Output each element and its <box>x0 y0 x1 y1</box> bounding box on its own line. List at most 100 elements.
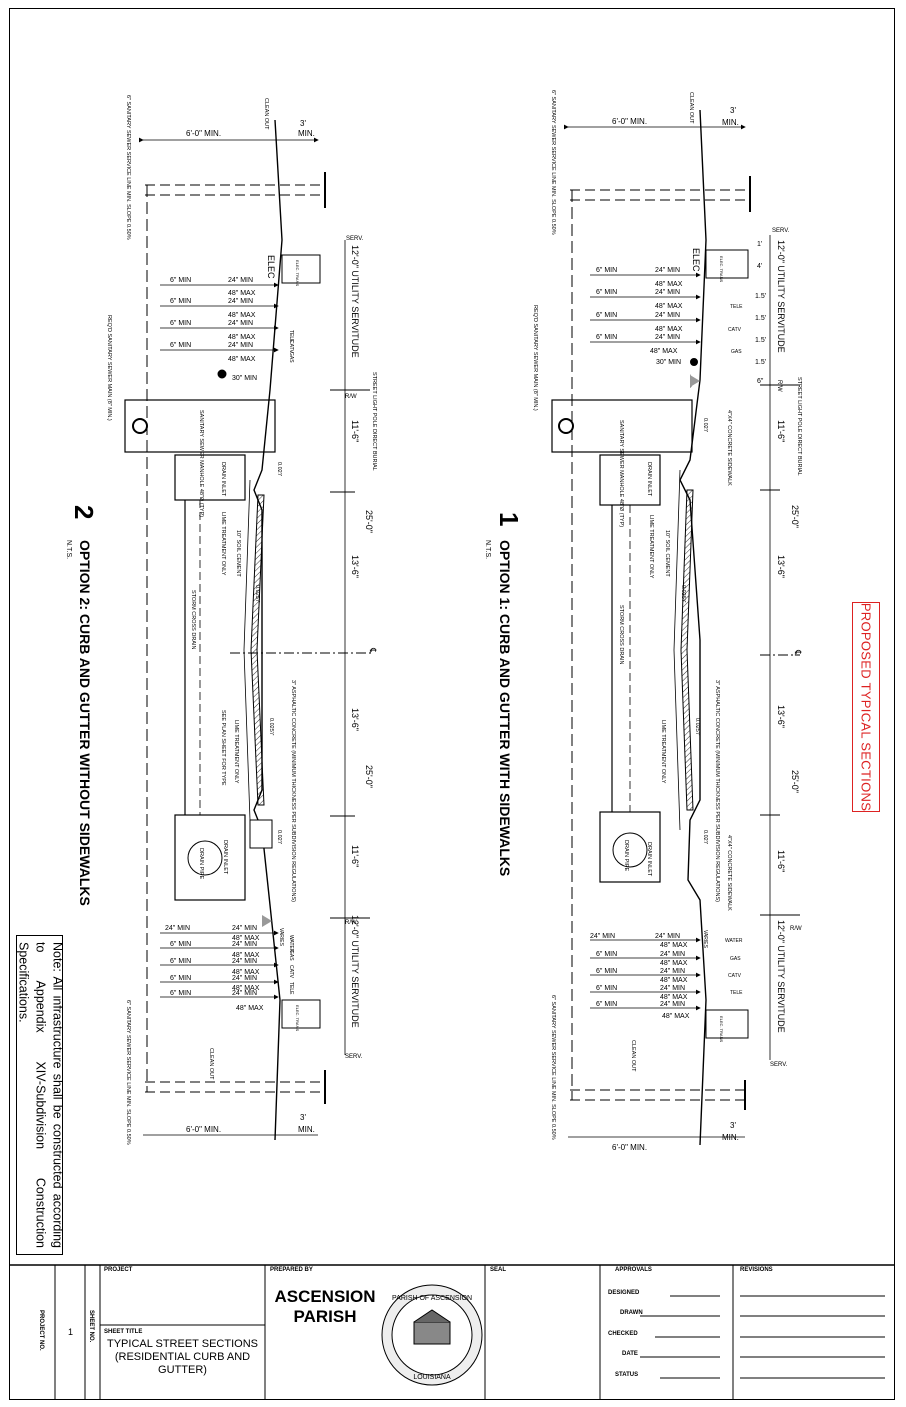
drawn-label: DRAWN <box>620 1310 643 1316</box>
lbl: 24" MIN <box>232 925 257 932</box>
asphalt-label: 3" ASPHALTIC CONCRETE (MINIMUM THICKNESS… <box>714 680 720 902</box>
lbl: 48" MAX <box>660 942 688 949</box>
tele-label-2: TELE <box>288 330 294 343</box>
catv-label-2: CATV <box>288 340 294 354</box>
prepared-label: PREPARED BY <box>270 1267 313 1273</box>
dim-25: 25'-0" <box>790 505 800 528</box>
lbl: 4' <box>757 263 762 270</box>
water-label-2: WATER <box>288 935 294 953</box>
lbl: 24" MIN <box>655 334 680 341</box>
lbl: 6" MIN <box>170 342 191 349</box>
dim-13-6-2: 13'-6" <box>350 555 360 578</box>
lbl: 6" MIN <box>170 298 191 305</box>
soil-cement-label-2: 10" SOIL CEMENT <box>235 530 241 577</box>
dim-3ft: 3' <box>730 106 736 115</box>
row-label-2b: R/W <box>345 920 357 926</box>
asphalt-label-2: 3" ASPHALTIC CONCRETE (MINIMUM THICKNESS… <box>290 680 296 902</box>
lbl: 24" MIN <box>232 990 257 997</box>
water-label: WATER <box>725 938 743 944</box>
lbl: 24" MIN <box>655 933 680 940</box>
lbl: 6" MIN <box>596 951 617 958</box>
lbl: 24" MIN <box>228 342 253 349</box>
lbl: 48" MAX <box>650 348 678 355</box>
option-2-nts: N.T.S. <box>65 540 72 559</box>
dim-6ft-b: 6'-0" MIN. <box>612 1143 647 1152</box>
lbl: 6" MIN <box>596 968 617 975</box>
elec-trans-label: ELEC. TRANS <box>719 256 724 282</box>
catv-label: CATV <box>728 327 742 333</box>
lbl: 48" MAX <box>228 290 256 297</box>
infrastructure-note-text: Note: All infrastructure shall be constr… <box>16 942 64 1248</box>
revisions-label: REVISIONS <box>740 1267 773 1273</box>
utility-servitude-b: 12'-0" UTILITY SERVITUDE <box>776 920 786 1033</box>
clean-out-label: CLEAN OUT <box>688 92 694 124</box>
sheet-no-label: SHEET NO. <box>88 1310 94 1343</box>
dim-25-2b: 25'-0" <box>364 765 374 788</box>
catv-label-b: CATV <box>728 973 742 979</box>
row-label-2: R/W <box>345 394 357 400</box>
tele-label: TELE <box>730 304 743 310</box>
slope: 0.02'/' <box>702 418 708 432</box>
street-light-label-2: STREET LIGHT POLE DIRECT BURIAL <box>371 372 377 471</box>
storm-label: STORM CROSS DRAIN <box>618 605 624 665</box>
approvals-label: APPROVALS <box>615 1267 652 1273</box>
lime-label-3: LIME TREATMENT ONLY <box>220 512 226 576</box>
lbl: 24" MIN <box>660 985 685 992</box>
lbl: 48" MAX <box>232 935 260 942</box>
serv-label-b: SERV. <box>770 1062 788 1068</box>
drain-pipe-label: DRAIN PIPE <box>623 840 629 872</box>
dim-min-b: MIN. <box>722 1133 739 1142</box>
utility-servitude: 12'-0" UTILITY SERVITUDE <box>776 240 786 353</box>
clean-out-label-2b: CLEAN OUT <box>208 1048 214 1080</box>
lbl: 6" MIN <box>596 312 617 319</box>
centerline: ℄ <box>793 649 803 656</box>
dim-3ft-2b: 3' <box>300 1113 306 1122</box>
grade-line <box>679 109 707 1146</box>
lbl: 1.5' <box>755 293 766 300</box>
option-2-title: OPTION 2: CURB AND GUTTER WITHOUT SIDEWA… <box>77 540 93 906</box>
slope: 0.02'/' <box>702 830 708 844</box>
option-2-number: 2 <box>69 505 99 519</box>
dim-11-6-b: 11'-6" <box>776 850 786 872</box>
lbl: 1' <box>757 241 762 248</box>
lbl: 6" MIN <box>170 941 191 948</box>
dim-6ft-2: 6'-0" MIN. <box>186 129 221 138</box>
varies-label: VARIES <box>702 930 708 949</box>
lbl: 24" MIN <box>655 289 680 296</box>
dim-min-2: MIN. <box>298 129 315 138</box>
clean-out-label-b: CLEAN OUT <box>630 1040 636 1072</box>
lbl: 1.5' <box>755 315 766 322</box>
clean-out-label-2: CLEAN OUT <box>263 98 269 130</box>
drawing-sheet <box>9 8 895 1400</box>
date-label: DATE <box>622 1351 638 1357</box>
lbl: 24" MIN <box>660 1001 685 1008</box>
option-1-number: 1 <box>494 512 524 526</box>
lbl: 24" MIN <box>232 941 257 948</box>
lbl: 6" MIN <box>170 990 191 997</box>
option-2-section <box>124 119 370 1141</box>
lbl: 48" MAX <box>228 334 256 341</box>
tele-label-2b: TELE <box>288 982 294 995</box>
gas-label-2b: GAS <box>288 950 294 961</box>
dim-13-6: 13'-6" <box>776 555 786 578</box>
serv-label-2: SERV. <box>346 236 364 242</box>
lbl: 48" MAX <box>232 985 260 992</box>
lime-label: LIME TREATMENT ONLY <box>648 515 654 579</box>
dim-11-6: 11'-6" <box>776 420 786 442</box>
option-1-nts: N.T.S. <box>484 540 491 559</box>
drain-inlet-label-2: DRAIN INLET <box>646 842 652 877</box>
lbl: 48" MAX <box>655 303 683 310</box>
title-block <box>9 1264 895 1400</box>
gas-label-2: GAS <box>288 352 294 363</box>
drain-inlet-label-4: DRAIN INLET <box>222 840 228 875</box>
lbl: 24" MIN <box>655 312 680 319</box>
drain-inlet-label: DRAIN INLET <box>646 462 652 497</box>
project-label: PROJECT <box>104 1267 133 1273</box>
firm-line-2: PARISH <box>294 1307 357 1326</box>
sewer-service-label: 6" SANITARY SEWER SERVICE LINE MIN. SLOP… <box>550 90 556 235</box>
elec-trans-label-b: ELEC. TRANS <box>719 1016 724 1042</box>
dim-11-6-2: 11'-6" <box>350 420 360 442</box>
slope: 0.02'/' <box>276 830 282 844</box>
lbl: 48" MAX <box>660 977 688 984</box>
seal-label: SEAL <box>490 1267 506 1273</box>
